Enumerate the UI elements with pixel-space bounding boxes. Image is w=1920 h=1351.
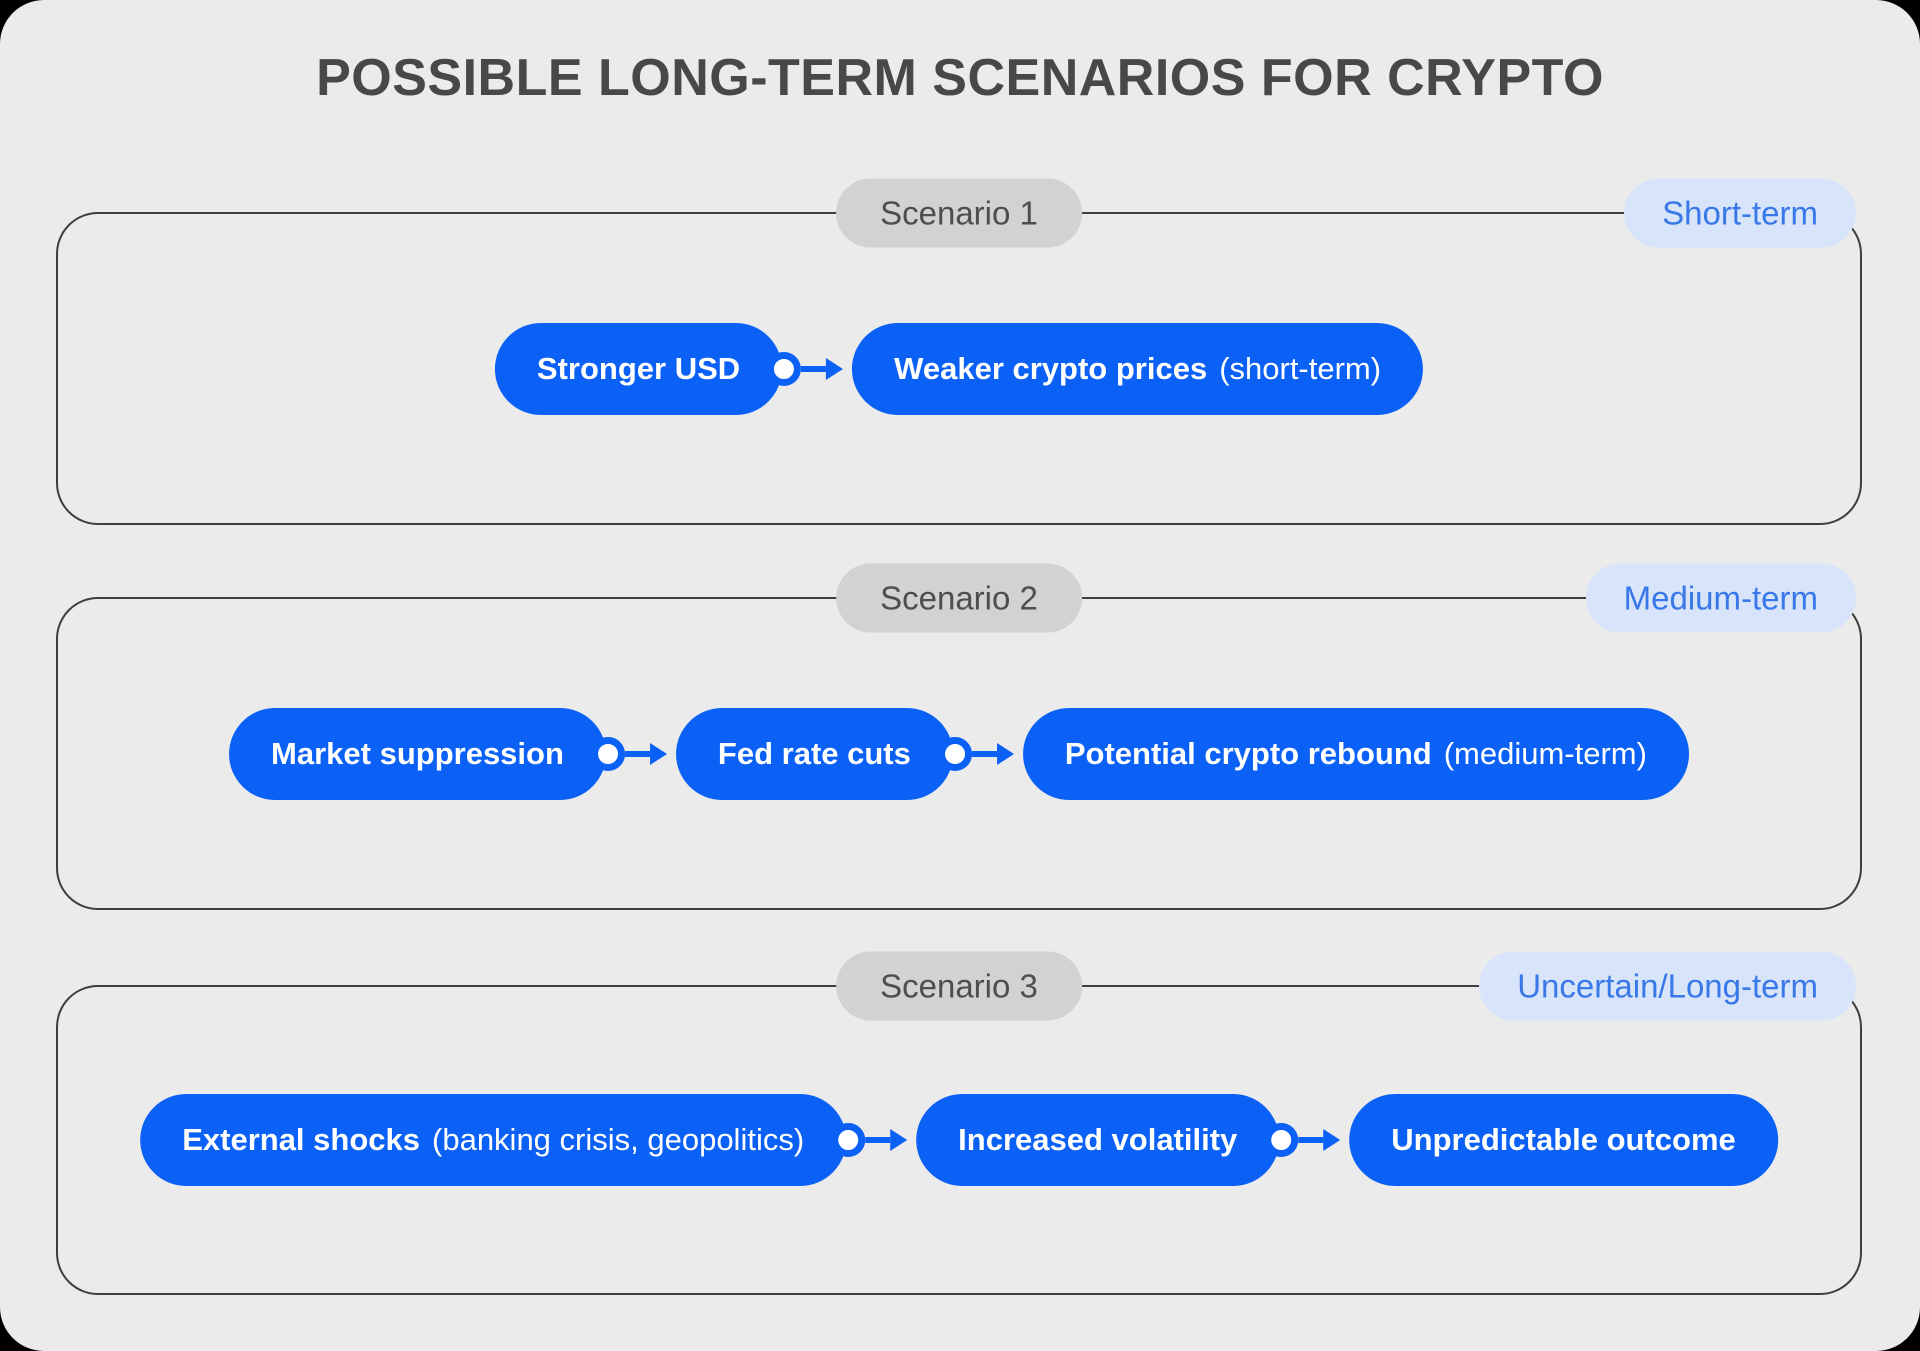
connector [590, 736, 667, 771]
flow-node: Increased volatility [916, 1094, 1280, 1186]
flow-node: Unpredictable outcome [1349, 1094, 1778, 1186]
scenario-1-flow: Stronger USD Weaker crypto prices (short… [494, 322, 1424, 415]
node-text: Weaker crypto prices [894, 350, 1208, 386]
flow-node: Fed rate cuts [675, 707, 953, 800]
connector-dot-icon [767, 351, 802, 386]
scenario-1-term-badge: Short-term [1624, 178, 1856, 248]
flow-node: Market suppression [229, 707, 606, 800]
connector [1264, 1123, 1341, 1157]
scenario-2-label: Scenario 2 [836, 563, 1082, 633]
scenario-1-section: Scenario 1 Short-term Stronger USD Weake… [56, 178, 1862, 525]
node-text: Stronger USD [536, 350, 741, 386]
connector-line [624, 750, 650, 757]
connector-dot-icon [831, 1123, 866, 1157]
arrow-right-icon [996, 742, 1014, 765]
node-note: (short-term) [1219, 350, 1382, 386]
scenario-3-label: Scenario 3 [836, 951, 1082, 1021]
scenario-1-label: Scenario 1 [836, 178, 1082, 248]
connector-dot-icon [590, 736, 625, 771]
node-text: Market suppression [271, 735, 564, 771]
node-note: (banking crisis, geopolitics) [432, 1122, 805, 1157]
scenario-2-term-badge: Medium-term [1585, 563, 1856, 633]
scenario-3-flow: External shocks (banking crisis, geopoli… [140, 1094, 1778, 1186]
arrow-right-icon [1323, 1129, 1341, 1151]
node-text: Potential crypto rebound [1064, 735, 1432, 771]
page-title: POSSIBLE LONG-TERM SCENARIOS FOR CRYPTO [316, 49, 1604, 107]
connector-dot-icon [1264, 1123, 1299, 1157]
flow-node: Weaker crypto prices (short-term) [852, 322, 1424, 415]
connector [767, 351, 844, 386]
flow-node: External shocks (banking crisis, geopoli… [140, 1094, 847, 1186]
scenario-2-section: Scenario 2 Medium-term Market suppressio… [56, 563, 1862, 910]
node-note: (medium-term) [1443, 735, 1647, 771]
flow-node: Stronger USD [494, 322, 783, 415]
connector-line [801, 365, 827, 372]
scenario-3-section: Scenario 3 Uncertain/Long-term External … [56, 951, 1862, 1295]
flow-node: Potential crypto rebound (medium-term) [1022, 707, 1689, 800]
arrow-right-icon [826, 357, 844, 380]
arrow-right-icon [890, 1129, 908, 1151]
node-text: External shocks [182, 1122, 421, 1157]
connector-line [865, 1137, 891, 1143]
connector-line [1298, 1137, 1324, 1143]
arrow-right-icon [649, 742, 667, 765]
scenario-3-term-badge: Uncertain/Long-term [1479, 951, 1856, 1021]
connector [937, 736, 1014, 771]
node-text: Increased volatility [958, 1122, 1238, 1157]
connector-line [971, 750, 997, 757]
node-text: Unpredictable outcome [1391, 1122, 1736, 1157]
node-text: Fed rate cuts [717, 735, 911, 771]
scenario-2-flow: Market suppression Fed rate cuts Potenti… [229, 707, 1689, 800]
connector [831, 1123, 908, 1157]
connector-dot-icon [937, 736, 972, 771]
